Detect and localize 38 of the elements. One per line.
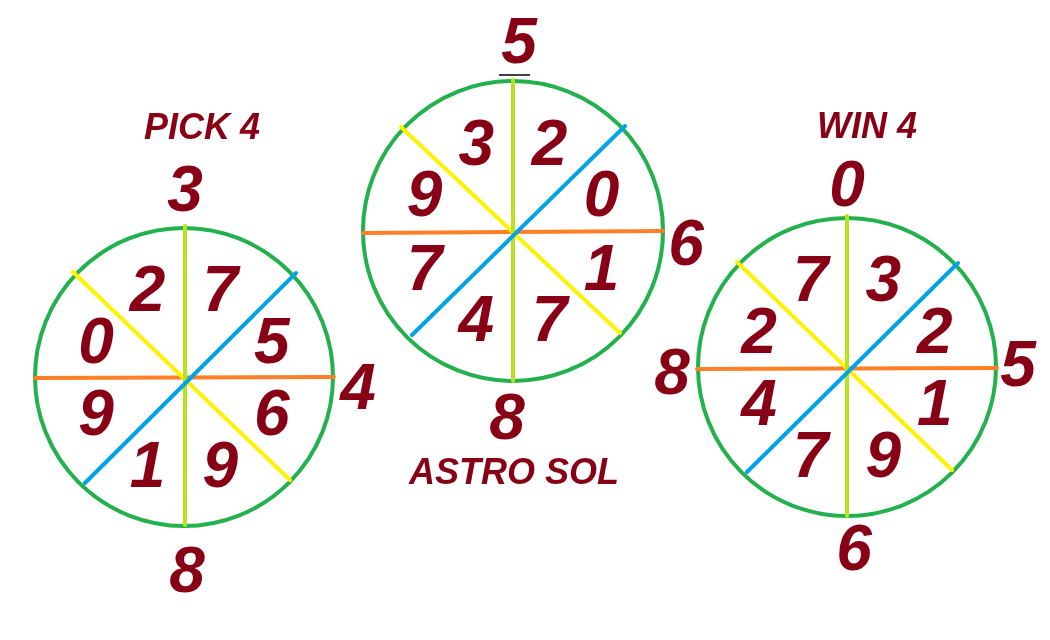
sector-digit: 7: [202, 257, 239, 322]
end-digit: 8: [489, 385, 525, 449]
sector-digit: 7: [531, 287, 568, 352]
sector-digit: 6: [254, 381, 290, 446]
sector-digit: 3: [865, 247, 902, 312]
sector-digit: 2: [531, 110, 568, 175]
sector-digit: 9: [78, 381, 114, 446]
sector-digit: 3: [458, 110, 495, 175]
end-digit: 8: [169, 538, 205, 602]
sector-digit: 2: [741, 298, 777, 363]
end-digit: 5: [1000, 332, 1036, 396]
end-digit: 3: [167, 157, 203, 221]
sector-digit: 9: [406, 162, 443, 227]
number-wheel: [33, 226, 335, 528]
sector-digit: 4: [458, 287, 495, 352]
sector-digit: 2: [129, 257, 166, 322]
sector-digit: 1: [917, 371, 953, 436]
sector-digit: 1: [129, 432, 166, 497]
wheel-title: PICK 4: [144, 109, 260, 145]
end-digit: 6: [668, 211, 704, 275]
sector-digit: 0: [78, 308, 114, 373]
end-digit: 5: [501, 9, 537, 73]
sector-digit: 1: [583, 235, 620, 300]
sector-digit: 2: [917, 298, 953, 363]
sector-digit: 9: [202, 432, 239, 497]
sector-digit: 9: [865, 422, 902, 487]
sector-digit: 4: [741, 371, 777, 436]
sector-digit: 7: [406, 235, 443, 300]
sector-digit: 5: [254, 308, 290, 373]
sector-digit: 7: [792, 422, 829, 487]
end-digit: 6: [836, 516, 872, 580]
wheel-title: WIN 4: [817, 108, 917, 144]
end-digit: 8: [654, 340, 690, 404]
end-digit: 4: [340, 355, 376, 419]
end-digit: 0: [829, 152, 865, 216]
wheel-title: ASTRO SOL: [409, 454, 619, 490]
sector-digit: 0: [583, 162, 620, 227]
sector-digit: 7: [792, 247, 829, 312]
